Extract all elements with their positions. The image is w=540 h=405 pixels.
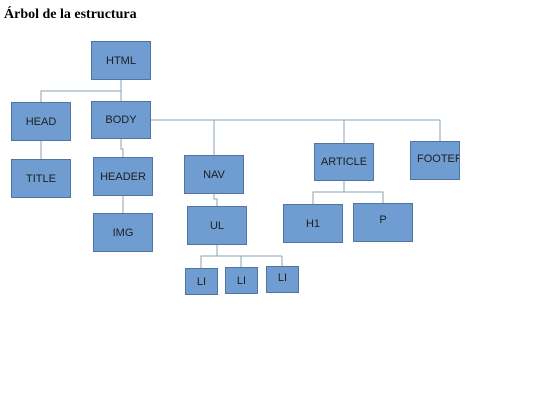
node-footer: FOOTER xyxy=(410,141,460,180)
node-img: IMG xyxy=(93,213,153,252)
node-li-2: LI xyxy=(225,267,258,294)
node-article: ARTICLE xyxy=(314,143,374,181)
node-title: TITLE xyxy=(11,159,71,198)
node-header: HEADER xyxy=(93,157,153,196)
node-li-1: LI xyxy=(185,268,218,295)
connector-body-header xyxy=(120,139,124,157)
connector-html-children xyxy=(40,80,122,102)
node-ul: UL xyxy=(187,206,247,245)
node-body: BODY xyxy=(91,101,151,139)
node-li-3: LI xyxy=(266,266,299,293)
node-h1: H1 xyxy=(283,204,343,243)
connector-nav-ul xyxy=(213,194,218,206)
node-html: HTML xyxy=(91,41,151,80)
node-p: P xyxy=(353,203,413,242)
connector-article-children xyxy=(312,181,345,204)
connector-ul-lis xyxy=(200,245,218,268)
page-title: Árbol de la estructura xyxy=(4,7,137,22)
connector-article-p xyxy=(344,191,384,203)
node-nav: NAV xyxy=(184,155,244,194)
node-head: HEAD xyxy=(11,102,71,141)
